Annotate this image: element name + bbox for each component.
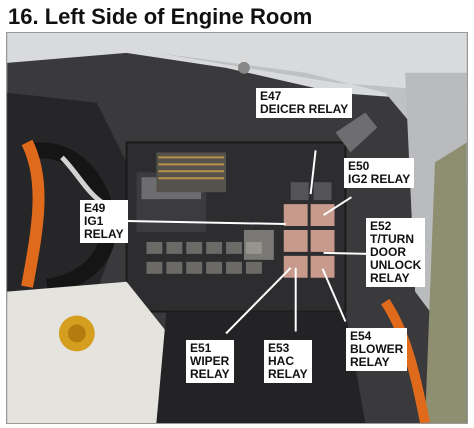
callout-line: WIPER: [190, 354, 230, 368]
callout-line: RELAY: [190, 367, 230, 381]
figure-title: 16. Left Side of Engine Room: [8, 4, 313, 29]
callout-e49-ig1-relay: E49 IG1 RELAY: [80, 200, 128, 243]
callout-e51-wiper-relay: E51 WIPER RELAY: [186, 340, 234, 383]
callout-line: BLOWER: [350, 342, 404, 356]
callout-e52-t-turn-door-unlock-relay: E52 T/TURN DOOR UNLOCK RELAY: [366, 218, 426, 287]
callout-line: IG2 RELAY: [348, 172, 411, 186]
callout-e54-blower-relay: E54 BLOWER RELAY: [346, 328, 408, 371]
callout-line: E50: [348, 159, 370, 173]
callout-line: E49: [84, 201, 106, 215]
callout-line: RELAY: [350, 355, 390, 369]
callout-line: E51: [190, 341, 212, 355]
callout-line: RELAY: [84, 227, 124, 241]
callout-line: DOOR: [370, 245, 406, 259]
callout-e53-hac-relay: E53 HAC RELAY: [264, 340, 312, 383]
callout-line: E54: [350, 329, 372, 343]
callout-line: E53: [268, 341, 290, 355]
callout-line: E47: [260, 89, 282, 103]
callout-e50-ig2-relay: E50 IG2 RELAY: [344, 158, 415, 188]
callout-line: HAC: [268, 354, 294, 368]
callout-line: IG1: [84, 214, 104, 228]
callout-line: RELAY: [370, 271, 410, 285]
callout-line: UNLOCK: [370, 258, 422, 272]
callout-line: T/TURN: [370, 232, 414, 246]
callout-line: RELAY: [268, 367, 308, 381]
callout-line: DEICER RELAY: [260, 102, 349, 116]
callout-line: E52: [370, 219, 392, 233]
callout-e47-deicer-relay: E47 DEICER RELAY: [256, 88, 353, 118]
